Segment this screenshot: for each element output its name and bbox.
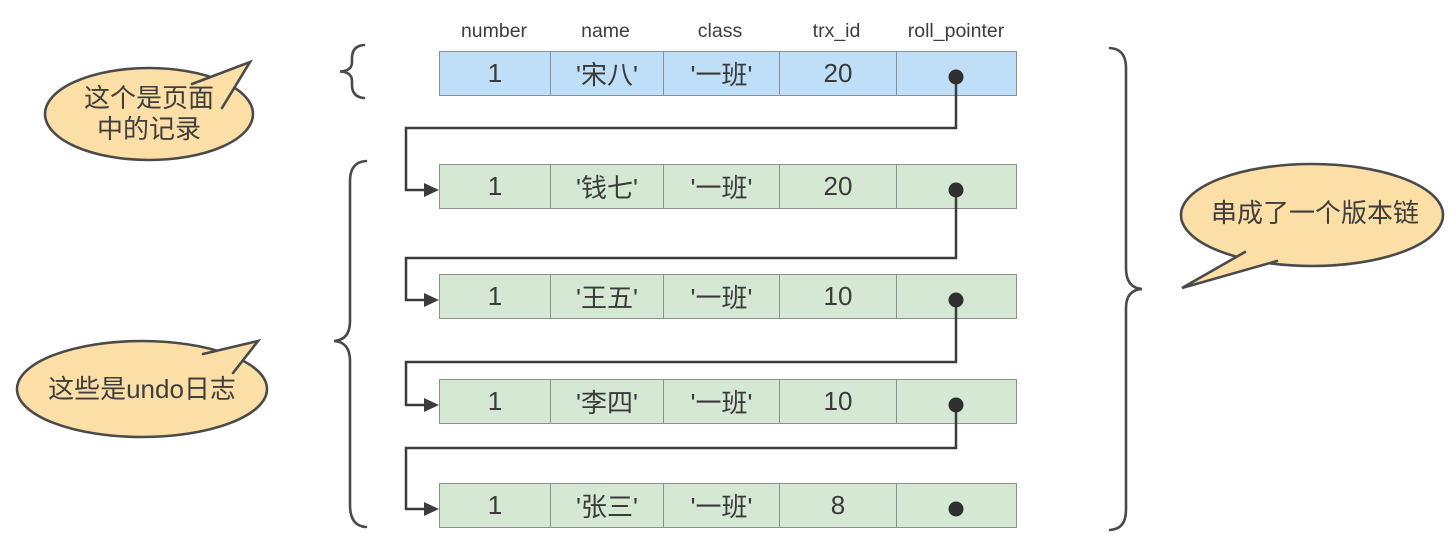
page-record-brace <box>339 43 366 100</box>
cell-number: 1 <box>487 490 503 520</box>
column-header-number: number <box>460 19 528 42</box>
cell-roll-pointer <box>896 275 1016 318</box>
column-header-class: class <box>697 19 743 42</box>
cell-number: 1 <box>487 171 503 201</box>
column-header-row: number name class trx_id roll_pointer <box>439 17 1017 45</box>
column-header-name: name <box>581 19 630 42</box>
cell-name: '钱七' <box>550 165 663 208</box>
cell-trx-id: 10 <box>779 275 896 318</box>
cell-trx-id: 20 <box>779 52 896 95</box>
cell-number: 1 <box>487 281 503 311</box>
callout-undo-logs-label: 这些是undo日志 <box>48 374 236 404</box>
cell-name: '王五' <box>550 275 663 318</box>
cell-name: '李四' <box>550 380 663 423</box>
undo-log-row-1: 1 '钱七' '一班' 20 <box>439 164 1017 209</box>
cell-roll-pointer <box>896 165 1016 208</box>
arrowhead-icon <box>424 293 439 307</box>
callout-line-2: 中的记录 <box>96 114 201 144</box>
undo-log-row-4: 1 '张三' '一班' 8 <box>439 483 1017 528</box>
cell-number: 1 <box>487 386 503 416</box>
callout-page-record-label: 这个是页面 中的记录 <box>47 83 251 145</box>
arrowhead-icon <box>424 183 439 197</box>
cell-number: 1 <box>487 58 503 88</box>
cell-class: '一班' <box>663 380 779 423</box>
cell-trx-id: 8 <box>779 484 896 527</box>
cell-name: '宋八' <box>550 52 663 95</box>
version-chain-brace <box>1108 46 1143 532</box>
cell-trx-id: 20 <box>779 165 896 208</box>
cell-trx-id: 10 <box>779 380 896 423</box>
cell-roll-pointer <box>896 52 1016 95</box>
cell-class: '一班' <box>663 275 779 318</box>
callout-version-chain-label: 串成了一个版本链 <box>1210 198 1419 228</box>
cell-roll-pointer <box>896 484 1016 527</box>
undo-log-row-3: 1 '李四' '一班' 10 <box>439 379 1017 424</box>
arrowhead-icon <box>424 398 439 412</box>
callout-line-1: 这个是页面 <box>83 83 214 113</box>
cell-name: '张三' <box>550 484 663 527</box>
column-header-trx-id: trx_id <box>812 19 861 42</box>
cell-roll-pointer <box>896 380 1016 423</box>
cell-class: '一班' <box>663 165 779 208</box>
undo-logs-brace <box>333 159 368 529</box>
undo-log-row-2: 1 '王五' '一班' 10 <box>439 274 1017 319</box>
arrowhead-icon <box>424 502 439 516</box>
page-record-row: 1 '宋八' '一班' 20 <box>439 51 1017 96</box>
cell-class: '一班' <box>663 484 779 527</box>
cell-class: '一班' <box>663 52 779 95</box>
column-header-roll-pointer: roll_pointer <box>907 19 1005 42</box>
